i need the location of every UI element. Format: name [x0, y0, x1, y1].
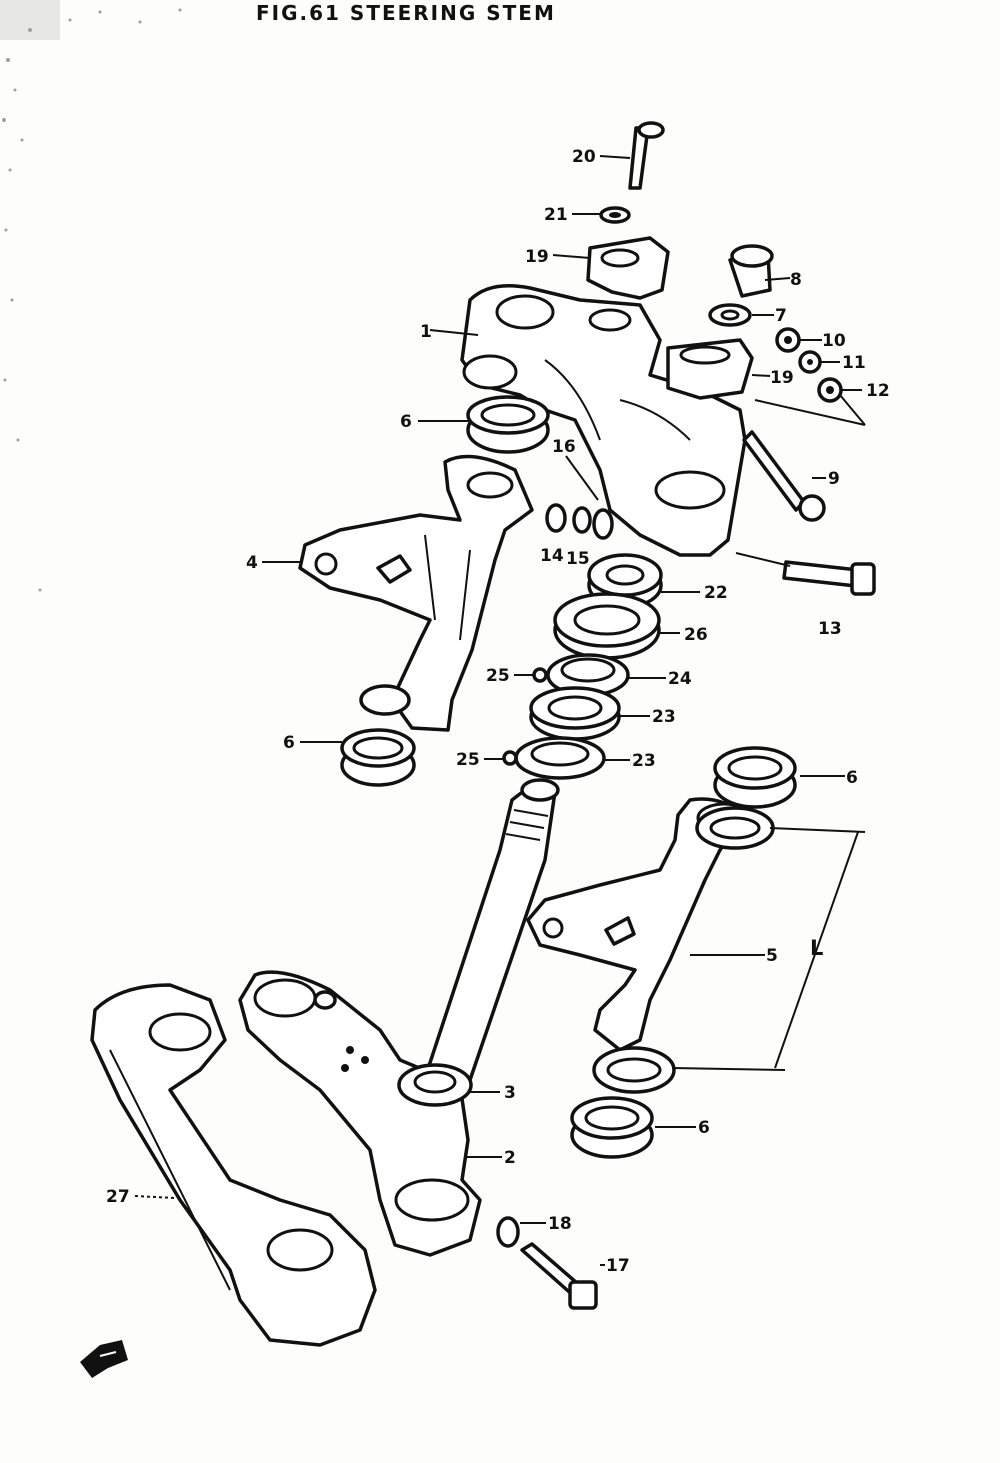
part-1-steering-stem-upper-bracket [460, 284, 747, 557]
callout-1: 1 [420, 322, 432, 342]
part-19-handlebar-holder-upper [586, 236, 670, 300]
callout-6-lower-left: 6 [283, 733, 295, 753]
part-10-nut [775, 327, 801, 353]
part-11-washer [798, 350, 822, 374]
part-21-washer [599, 206, 631, 224]
callout-20: 20 [572, 147, 596, 167]
part-6-rubber-upper-right [695, 746, 797, 850]
callout-15: 15 [566, 549, 590, 569]
callout-14: 14 [540, 546, 564, 566]
callout-25-lower: 25 [456, 750, 480, 770]
callout-11: 11 [842, 353, 866, 373]
callout-2: 2 [504, 1148, 516, 1168]
callout-13: 13 [818, 619, 842, 639]
callout-17: 17 [606, 1256, 630, 1276]
callout-9: 9 [828, 469, 840, 489]
callout-25-upper: 25 [486, 666, 510, 686]
callout-26: 26 [684, 625, 708, 645]
callout-18: 18 [548, 1214, 572, 1234]
callout-10: 10 [822, 331, 846, 351]
part-6-rubber-lower-left [340, 684, 416, 787]
part-14-washer [545, 503, 567, 533]
callout-21: 21 [544, 205, 568, 225]
part-26-dust-seal [553, 592, 661, 660]
leader-lines [134, 155, 866, 1266]
part-4-fork-bracket-left [298, 454, 534, 732]
part-8-bolt [728, 244, 774, 298]
callout-16: 16 [552, 437, 576, 457]
callout-6-upper-right: 6 [846, 768, 858, 788]
callout-22: 22 [704, 583, 728, 603]
scan-noise [0, 0, 182, 592]
callout-23-upper: 23 [652, 707, 676, 727]
part-25-ball-upper [532, 667, 548, 683]
callout-7: 7 [775, 306, 787, 326]
callout-6-lower-right: 6 [698, 1118, 710, 1138]
callouts: 20 21 19 1 8 7 10 11 12 19 6 16 9 14 15 … [106, 147, 890, 1276]
figure-title: FIG.61 STEERING STEM [256, 1, 556, 25]
part-24-race [546, 653, 630, 697]
part-22-nut [587, 553, 663, 609]
callout-8: 8 [790, 270, 802, 290]
part-25-ball-lower [502, 750, 518, 766]
part-17-bolt [520, 1242, 598, 1310]
callout-4: 4 [246, 553, 258, 573]
callout-24: 24 [668, 669, 692, 689]
part-23-race-upper [529, 686, 621, 741]
part-12-cap-nut [817, 377, 843, 403]
part-7-washer [708, 303, 752, 327]
part-3-steering-stem-shaft [397, 778, 560, 1107]
part-27-steering-stem-cover [90, 983, 377, 1347]
dimension-l-label: L [810, 936, 823, 960]
part-6-rubber-lower-right [570, 1046, 676, 1159]
part-6-rubber-upper-left [466, 395, 550, 454]
callout-6-upper-left: 6 [400, 412, 412, 432]
front-direction-arrow-icon [80, 1340, 128, 1378]
callout-23-lower: 23 [632, 751, 656, 771]
part-15-washer [572, 506, 592, 534]
dimension-l: L [671, 827, 866, 1071]
callout-19-right: 19 [770, 368, 794, 388]
part-20-bolt [628, 121, 665, 190]
callout-12: 12 [866, 381, 890, 401]
part-9-bolt [742, 430, 826, 522]
callout-27: 27 [106, 1187, 130, 1207]
callout-5: 5 [766, 946, 778, 966]
callout-19-top: 19 [525, 247, 549, 267]
part-13-bolt [782, 560, 876, 596]
part-16-nut [592, 508, 614, 540]
part-18-nut [496, 1216, 520, 1248]
part-23-race-lower [514, 736, 606, 780]
part-19-handlebar-holder-right [666, 338, 754, 400]
callout-3: 3 [504, 1083, 516, 1103]
